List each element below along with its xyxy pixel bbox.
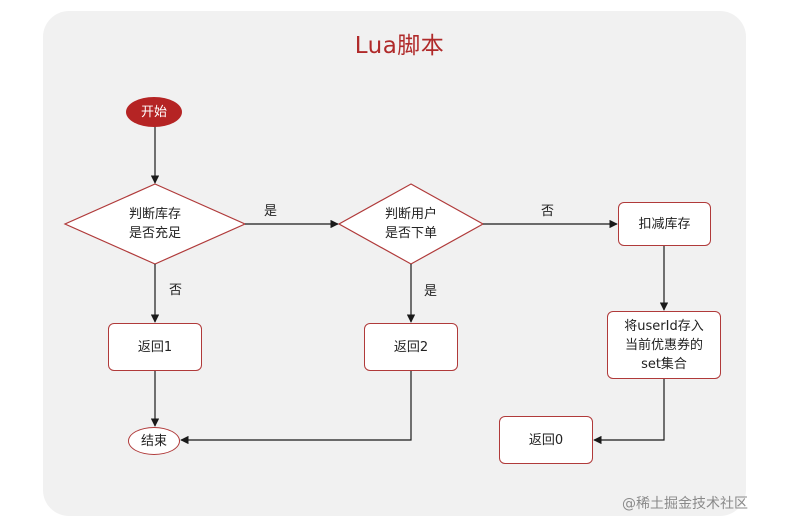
return1-node: 返回1 [108,323,202,371]
return2-node: 返回2 [364,323,458,371]
decision-user: 判断用户 是否下单 [351,204,471,244]
start-label: 开始 [140,104,167,120]
return0-label: 返回0 [528,432,564,448]
end-node: 结束 [128,427,180,455]
return0-node: 返回0 [499,416,593,464]
start-node: 开始 [126,97,182,127]
decision-user-line1: 判断用户 [384,207,437,222]
edge-label-stock-yes: 是 [264,204,278,219]
deduct-stock-node: 扣减库存 [618,202,711,246]
decision-stock-line2: 是否充足 [128,226,181,241]
return1-label: 返回1 [137,339,173,355]
edge-label-stock-no: 否 [169,283,183,298]
deduct-stock-label: 扣减库存 [638,216,691,232]
watermark: @稀土掘金技术社区 [622,496,748,512]
save-user-line2: 当前优惠券的 [624,337,703,353]
save-user-node: 将userId存入 当前优惠券的 set集合 [607,311,721,379]
end-label: 结束 [140,433,167,449]
edge-label-user-yes: 是 [424,284,438,299]
return2-label: 返回2 [393,339,429,355]
save-user-line1: 将userId存入 [624,318,704,334]
decision-user-line2: 是否下单 [384,226,437,241]
decision-stock-line1: 判断库存 [128,207,181,222]
decision-stock: 判断库存 是否充足 [95,204,215,244]
diagram-title: Lua脚本 [354,33,445,59]
save-user-line3: set集合 [641,356,687,372]
edge-save-to-return0 [593,379,665,445]
edge-label-user-no: 否 [541,204,555,219]
edge-return2-to-end [180,371,412,445]
